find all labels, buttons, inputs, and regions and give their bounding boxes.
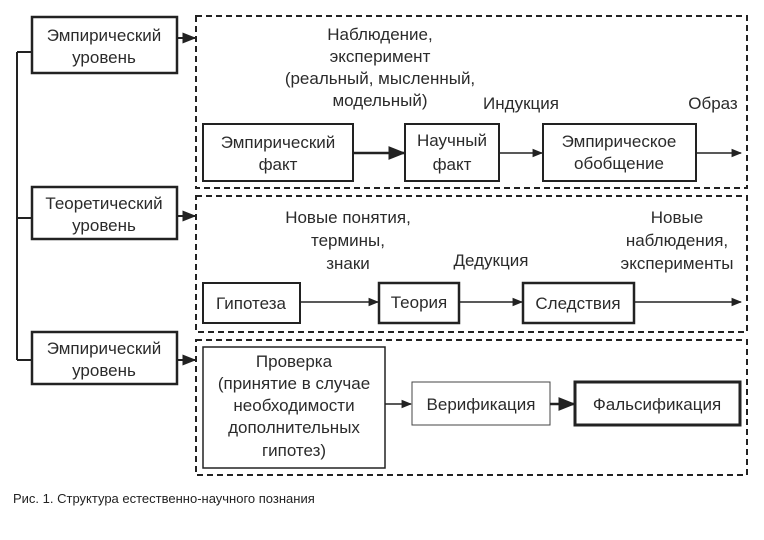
annotation-concepts: Новые понятия, термины, знаки xyxy=(285,208,411,273)
level-label-line: Эмпирический xyxy=(47,339,162,358)
box-theory: Теория xyxy=(377,281,461,325)
annotation-induction: Индукция xyxy=(483,94,559,113)
box-label-line: (принятие в случае xyxy=(218,374,370,393)
annotation-line: Новые понятия, xyxy=(285,208,411,227)
box-consequences: Следствия xyxy=(521,281,636,325)
level-box-empirical-1: Эмпирический уровень xyxy=(30,15,179,75)
box-label-line: факт xyxy=(259,155,298,174)
level-label-line: уровень xyxy=(72,48,136,67)
box-falsification: Фальсификация xyxy=(573,380,742,427)
box-label-line: Гипотеза xyxy=(216,294,287,313)
annotation-line: наблюдения, xyxy=(626,231,728,250)
annotation-image: Образ xyxy=(688,94,738,113)
box-label-line: Эмпирический xyxy=(221,133,336,152)
level-label-line: Эмпирический xyxy=(47,26,162,45)
annotation-methods: Наблюдение, эксперимент (реальный, мысле… xyxy=(285,25,475,110)
level-box-empirical-2: Эмпирический уровень xyxy=(30,330,179,386)
figure-caption: Рис. 1. Структура естественно-научного п… xyxy=(13,491,315,506)
annotation-deduction: Дедукция xyxy=(454,251,529,270)
box-label-line: обобщение xyxy=(574,154,664,173)
box-label-line: Теория xyxy=(391,293,448,312)
annotation-line: модельный) xyxy=(332,91,427,110)
panel-empirical-1 xyxy=(195,15,748,189)
box-label-line: гипотез) xyxy=(262,441,326,460)
annotation-line: знаки xyxy=(326,254,370,273)
panel-theoretical xyxy=(195,195,748,333)
box-empirical-fact: Эмпирический факт xyxy=(202,123,354,182)
box-label-line: Следствия xyxy=(535,294,620,313)
level-box-theoretical: Теоретический уровень xyxy=(30,185,179,241)
box-verification-check: Проверка (принятие в случае необходимост… xyxy=(202,346,386,469)
level-label-line: уровень xyxy=(72,216,136,235)
annotation-line: Наблюдение, xyxy=(327,25,432,44)
box-label-line: дополнительных xyxy=(228,418,360,437)
level-bracket xyxy=(16,51,32,361)
box-verification: Верификация xyxy=(411,381,551,426)
box-label-line: Фальсификация xyxy=(593,395,721,414)
box-label-line: Верификация xyxy=(427,395,536,414)
annotation-new-observations: Новые наблюдения, эксперименты xyxy=(621,208,734,273)
box-empirical-generalization: Эмпирическое обобщение xyxy=(542,123,697,182)
box-label-line: необходимости xyxy=(233,396,354,415)
annotation-line: эксперименты xyxy=(621,254,734,273)
box-label-line: факт xyxy=(433,155,472,174)
annotation-line: (реальный, мысленный, xyxy=(285,69,475,88)
level-label-line: уровень xyxy=(72,361,136,380)
level-label-line: Теоретический xyxy=(45,194,162,213)
annotation-line: Новые xyxy=(651,208,703,227)
box-label-line: Проверка xyxy=(256,352,333,371)
panel-empirical-2 xyxy=(195,339,748,476)
box-hypothesis: Гипотеза xyxy=(202,282,301,324)
box-scientific-fact: Научный факт xyxy=(404,123,500,182)
box-label-line: Научный xyxy=(417,131,487,150)
annotation-line: эксперимент xyxy=(330,47,431,66)
box-label-line: Эмпирическое xyxy=(562,132,677,151)
annotation-line: термины, xyxy=(311,231,385,250)
